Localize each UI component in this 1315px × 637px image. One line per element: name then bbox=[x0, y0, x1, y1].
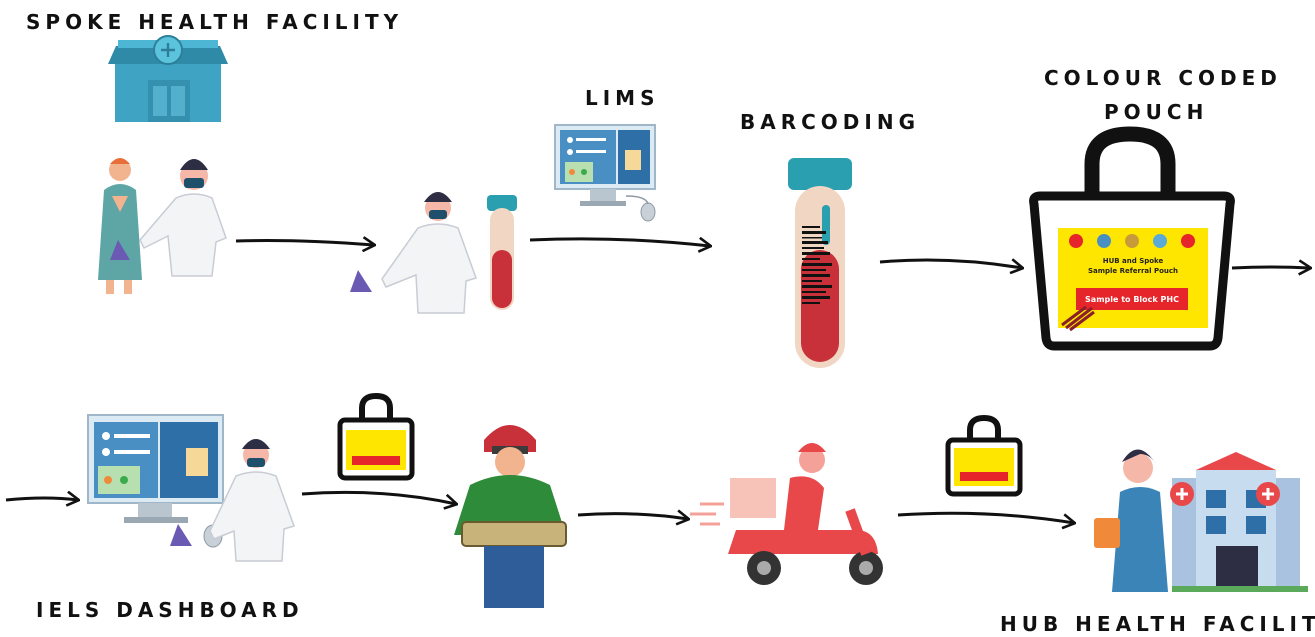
blood-sample-tube-icon bbox=[487, 195, 517, 310]
arrow-delivery-to-scooter bbox=[577, 514, 688, 519]
delivery-person-icon bbox=[454, 425, 567, 608]
hub-building-icon bbox=[1170, 452, 1308, 592]
lims-computer-icon bbox=[554, 124, 656, 222]
scooter-rider-icon bbox=[690, 443, 883, 585]
iels-dashboard-label: IELS DASHBOARD bbox=[36, 598, 304, 622]
iels-dashboard-computer-icon bbox=[87, 414, 224, 548]
hub-health-facility-label: HUB HEALTH FACILITY bbox=[1000, 612, 1315, 636]
spoke-health-facility-label: SPOKE HEALTH FACILITY bbox=[26, 10, 404, 34]
patient-figure-icon bbox=[98, 158, 142, 294]
arrow-spoke-to-lab bbox=[235, 241, 374, 246]
pouch-card-title-line1: HUB and Spoke bbox=[1103, 257, 1164, 265]
barcoded-tube-icon bbox=[788, 158, 852, 368]
pouch-card-title-line2: Sample Referral Pouch bbox=[1088, 267, 1178, 275]
arrow-pouch-out bbox=[1231, 267, 1310, 268]
lims-label: LIMS bbox=[585, 86, 660, 110]
doctor-with-patient-icon bbox=[110, 159, 227, 277]
iels-doctor-icon bbox=[170, 439, 295, 562]
nurse-figure-icon bbox=[1094, 449, 1168, 592]
pouch-label: POUCH bbox=[1104, 100, 1209, 124]
arrow-dashboard-to-delivery bbox=[301, 490, 456, 504]
barcoding-label: BARCODING bbox=[740, 110, 920, 134]
arrow-barcoding-to-pouch bbox=[879, 260, 1022, 268]
colour-coded-label: COLOUR CODED bbox=[1044, 66, 1282, 90]
pouch-card-button-text: Sample to Block PHC bbox=[1085, 295, 1179, 304]
colour-coded-pouch-icon bbox=[1029, 126, 1235, 351]
spoke-building-icon bbox=[108, 35, 228, 122]
arrow-lab-to-barcoding bbox=[529, 239, 710, 246]
arrow-scooter-to-hub bbox=[897, 511, 1074, 523]
arrow-in-to-dashboard bbox=[5, 498, 78, 500]
small-pouch-icon-2 bbox=[945, 414, 1023, 497]
small-pouch-icon-1 bbox=[337, 392, 415, 481]
lab-technician-icon bbox=[350, 192, 477, 314]
